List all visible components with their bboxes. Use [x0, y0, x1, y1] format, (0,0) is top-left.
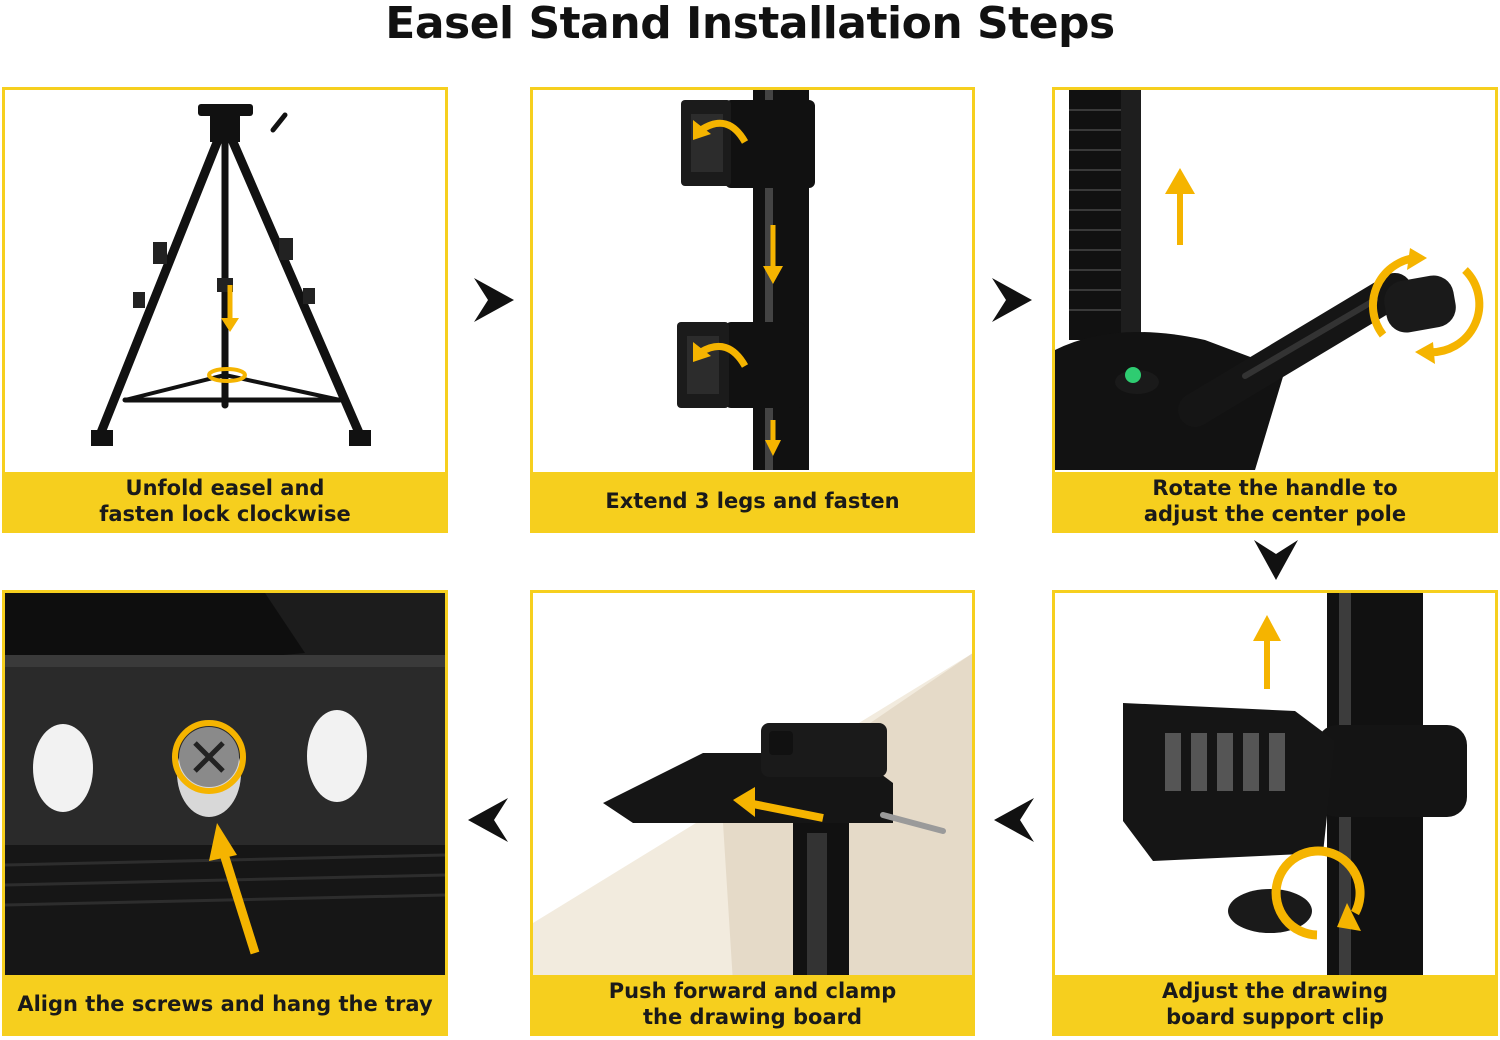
step-6-caption: Align the screws and hang the tray — [5, 975, 445, 1033]
step-1-caption-line-2: fasten lock clockwise — [99, 502, 351, 526]
step-6-caption-line-1: Align the screws and hang the tray — [17, 992, 433, 1016]
step-6-panel: Align the screws and hang the tray — [2, 590, 448, 1036]
arrow-left-icon — [994, 798, 1034, 842]
step-2-caption-line-1: Extend 3 legs and fasten — [605, 489, 900, 513]
step-5-caption: Push forward and clamp the drawing board — [533, 975, 972, 1033]
step-2-panel: Extend 3 legs and fasten — [530, 87, 975, 533]
step-4-caption-line-2: board support clip — [1166, 1005, 1384, 1029]
step-1-panel: Unfold easel and fasten lock clockwise — [2, 87, 448, 533]
step-3-caption-line-2: adjust the center pole — [1143, 502, 1407, 526]
step-4-caption-line-1: Adjust the drawing — [1162, 979, 1388, 1003]
board-clamp-illustration — [533, 653, 972, 983]
center-pole-handle-illustration — [1055, 90, 1484, 470]
step-4-caption: Adjust the drawing board support clip — [1055, 975, 1495, 1033]
step-5-caption-line-2: the drawing board — [642, 1005, 862, 1029]
arrow-right-icon — [474, 278, 514, 322]
arrow-right-icon — [992, 278, 1032, 322]
step-3-panel: Rotate the handle to adjust the center p… — [1052, 87, 1498, 533]
leg-clamp-illustration — [677, 90, 815, 470]
step-4-panel: Adjust the drawing board support clip — [1052, 590, 1498, 1036]
page-title: Easel Stand Installation Steps — [385, 0, 1115, 49]
step-3-caption: Rotate the handle to adjust the center p… — [1055, 472, 1495, 530]
arrow-left-icon — [468, 798, 508, 842]
step-1-caption: Unfold easel and fasten lock clockwise — [5, 472, 445, 530]
step-1-caption-line-1: Unfold easel and — [125, 476, 325, 500]
easel-tripod-illustration — [91, 104, 371, 446]
step-5-panel: Push forward and clamp the drawing board — [530, 590, 975, 1036]
arrow-down-icon — [1254, 540, 1298, 580]
tray-screw-illustration — [5, 593, 445, 993]
support-clip-illustration — [1123, 593, 1467, 983]
step-3-caption-line-1: Rotate the handle to — [1152, 476, 1398, 500]
step-2-caption: Extend 3 legs and fasten — [533, 472, 972, 530]
step-5-caption-line-1: Push forward and clamp — [608, 979, 897, 1003]
